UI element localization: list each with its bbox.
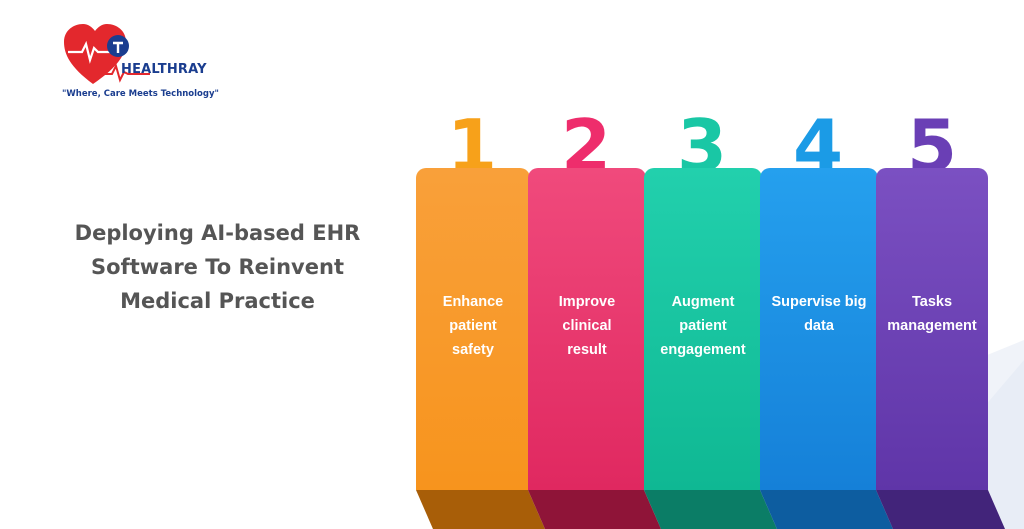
healthray-logo — [60, 22, 210, 102]
brand-tagline: "Where, Care Meets Technology" — [62, 89, 219, 99]
headline-line-1: Deploying AI-based EHR — [74, 221, 361, 245]
brand-name: HEALTHRAY — [121, 62, 207, 77]
headline-line-2: Software To Reinvent — [91, 255, 344, 279]
headline-line-3: Medical Practice — [120, 289, 315, 313]
page-headline: Deploying AI-based EHR Software To Reinv… — [55, 216, 380, 318]
heart-logo-icon — [64, 24, 150, 84]
